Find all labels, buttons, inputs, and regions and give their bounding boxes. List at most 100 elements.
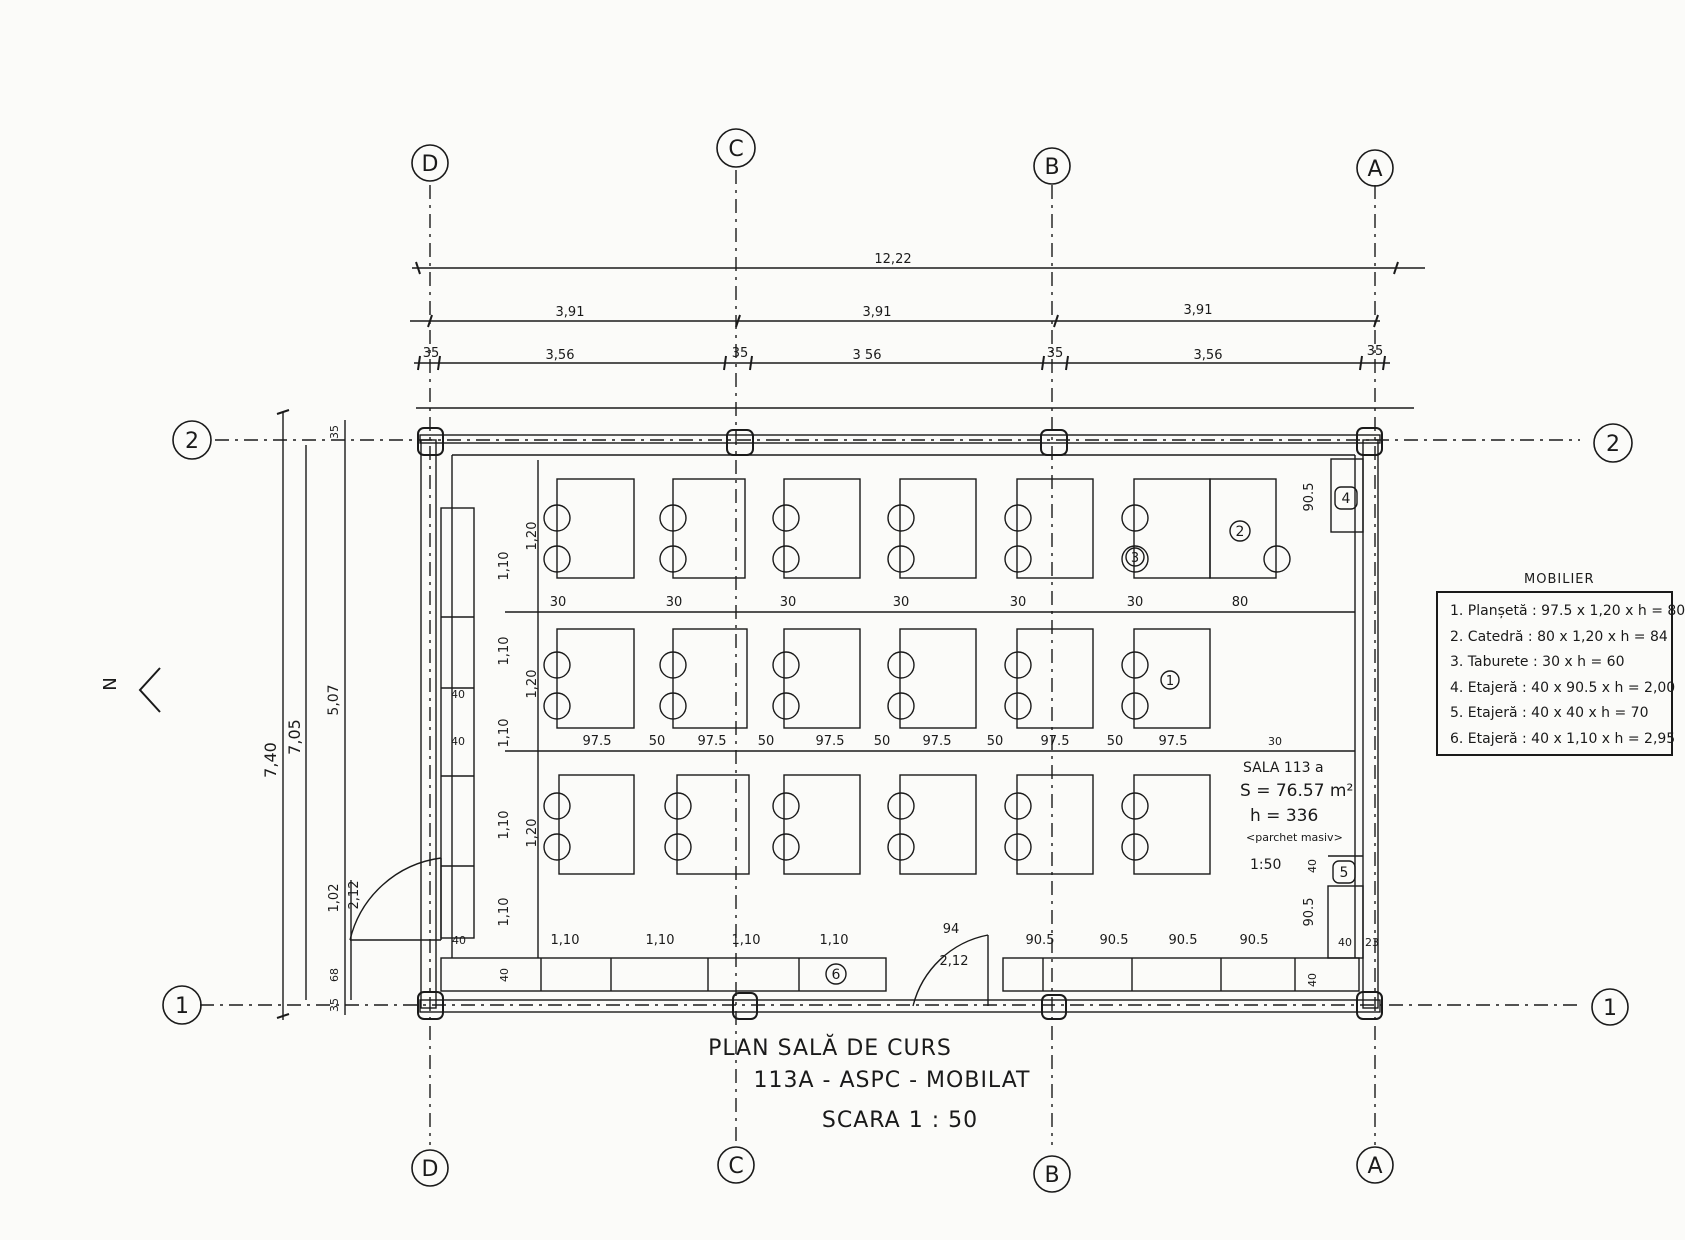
- legend-item-6: 6. Etajeră : 40 x 1,10 x h = 2,95: [1450, 730, 1676, 747]
- svg-text:50: 50: [874, 734, 891, 749]
- dim-left-35-bottom: 35: [328, 998, 341, 1012]
- marker-circles: [825, 486, 1358, 985]
- title-line-1: PLAN SALĂ DE CURS: [708, 1034, 952, 1061]
- svg-text:40: 40: [1338, 936, 1352, 949]
- legend-item-4: 4. Etajeră : 40 x 90.5 x h = 2,00: [1450, 679, 1676, 696]
- left-dimension-texts: 7,40 7,05 5,07 35 1,02 2,12 68 35: [261, 425, 362, 1012]
- door-width: 94: [943, 922, 960, 937]
- svg-text:97.5: 97.5: [1159, 734, 1188, 749]
- marker-labels: 1 2 3 4 5 6: [832, 491, 1351, 983]
- svg-text:97.5: 97.5: [1041, 734, 1070, 749]
- legend-title: MOBILIER: [1524, 572, 1595, 587]
- axis-label-b-bottom: B: [1044, 1163, 1059, 1188]
- svg-text:50: 50: [1107, 734, 1124, 749]
- axis-label-d-top: D: [422, 152, 439, 177]
- furniture-legend: 1. Planșetă : 97.5 x 1,20 x h = 80 2. Ca…: [1436, 591, 1685, 756]
- svg-text:30: 30: [1127, 595, 1144, 610]
- svg-text:30: 30: [893, 595, 910, 610]
- room-name: SALA 113 a: [1243, 760, 1324, 776]
- axis-label-a-bottom: A: [1367, 1154, 1382, 1179]
- top-dimension-texts: 12,22 3,91 3,91 3,91 3,56 3 56 3,56 35 3…: [423, 252, 1384, 363]
- stools: [543, 504, 1291, 861]
- svg-text:80: 80: [1232, 595, 1249, 610]
- dim-bay-2: 3,91: [863, 305, 892, 320]
- svg-text:30: 30: [550, 595, 567, 610]
- dim-span-3: 3,56: [1194, 348, 1223, 363]
- room-info: SALA 113 a S = 76.57 m² h = 336 <parchet…: [1240, 760, 1353, 873]
- door-height: 2,12: [940, 954, 969, 969]
- title-line-3: SCARA 1 : 50: [822, 1108, 978, 1133]
- axis-label-a-top: A: [1367, 157, 1382, 182]
- dim-inner-height: 7,05: [285, 719, 304, 755]
- svg-text:40: 40: [1306, 973, 1319, 987]
- right-shelves: [1327, 458, 1364, 959]
- svg-text:97.5: 97.5: [816, 734, 845, 749]
- room-floor: <parchet masiv>: [1246, 831, 1343, 844]
- svg-text:40: 40: [452, 934, 466, 947]
- marker-stool: 3: [1131, 551, 1139, 566]
- bottom-shelf-texts: 1,10 1,10 1,10 1,10 90.5 90.5 90.5 90.5 …: [451, 688, 1379, 987]
- svg-text:1,10: 1,10: [497, 898, 512, 927]
- svg-text:1,20: 1,20: [525, 819, 540, 848]
- marker-desk: 1: [1166, 674, 1174, 689]
- svg-text:30: 30: [1010, 595, 1027, 610]
- axis-label-b-top: B: [1044, 155, 1059, 180]
- svg-text:90.5: 90.5: [1169, 933, 1198, 948]
- axis-label-c-top: C: [728, 137, 743, 162]
- dim-span-1: 3,56: [546, 348, 575, 363]
- svg-text:1,10: 1,10: [646, 933, 675, 948]
- dim-col-1: 35: [423, 346, 440, 361]
- axis-label-d-bottom: D: [422, 1157, 439, 1182]
- dim-5-07: 5,07: [326, 684, 342, 715]
- row1-gap-texts: 30 30 30 30 30 30 80: [550, 595, 1249, 610]
- svg-text:50: 50: [758, 734, 775, 749]
- north-label: N: [100, 677, 121, 690]
- svg-text:40: 40: [498, 968, 511, 982]
- dim-left-102: 1,02: [327, 884, 342, 913]
- svg-text:1,10: 1,10: [820, 933, 849, 948]
- shelf4-width: 90.5: [1302, 483, 1317, 512]
- marker-catedra: 2: [1236, 524, 1245, 540]
- axis-label-2-right: 2: [1606, 432, 1620, 457]
- svg-text:30: 30: [780, 595, 797, 610]
- row-depth-texts: 1,10 1,20 1,10 1,10 1,20 1,10 1,10 1,20 …: [497, 522, 540, 982]
- svg-text:1,20: 1,20: [525, 522, 540, 551]
- svg-text:97.5: 97.5: [698, 734, 727, 749]
- room-height: h = 336: [1250, 806, 1318, 826]
- axis-labels: D C B A D C B A 2 2 1 1: [175, 137, 1620, 1188]
- left-dimension-lines: [276, 409, 352, 1020]
- room-walls: [416, 407, 1414, 1013]
- svg-text:90.5: 90.5: [1026, 933, 1055, 948]
- svg-text:50: 50: [987, 734, 1004, 749]
- axis-label-1-right: 1: [1603, 996, 1617, 1021]
- dim-left-212: 2,12: [347, 881, 362, 910]
- axis-label-2-left: 2: [185, 429, 199, 454]
- shelf5-depth: 40: [1306, 859, 1319, 873]
- legend-item-2: 2. Catedră : 80 x 1,20 x h = 84: [1450, 628, 1668, 645]
- left-door: [349, 857, 442, 941]
- dim-total-height: 7,40: [261, 742, 280, 778]
- svg-text:1,10: 1,10: [497, 552, 512, 581]
- svg-text:1,10: 1,10: [497, 811, 512, 840]
- svg-text:23: 23: [1365, 936, 1379, 949]
- marker-shelf-5: 5: [1340, 865, 1349, 881]
- marker-shelf-6: 6: [832, 967, 841, 983]
- north-arrow-icon: [138, 667, 161, 713]
- dim-overall: 12,22: [874, 252, 911, 267]
- room-area: S = 76.57 m²: [1240, 781, 1353, 801]
- top-dimension-lines: [410, 261, 1425, 371]
- dim-left-35-top: 35: [328, 425, 341, 439]
- dim-col-4: 35: [1367, 344, 1384, 359]
- bottom-shelves: [440, 957, 1360, 992]
- svg-text:1,10: 1,10: [551, 933, 580, 948]
- marker-shelf-4: 4: [1342, 491, 1351, 507]
- dim-bay-3: 3,91: [1184, 303, 1213, 318]
- axis-label-1-left: 1: [175, 994, 189, 1019]
- shelf5-width: 90.5: [1302, 898, 1317, 927]
- dim-left-68: 68: [328, 968, 341, 982]
- svg-text:40: 40: [451, 735, 465, 748]
- dim-col-3: 35: [1047, 346, 1064, 361]
- svg-text:30: 30: [1268, 735, 1282, 748]
- dim-bay-1: 3,91: [556, 305, 585, 320]
